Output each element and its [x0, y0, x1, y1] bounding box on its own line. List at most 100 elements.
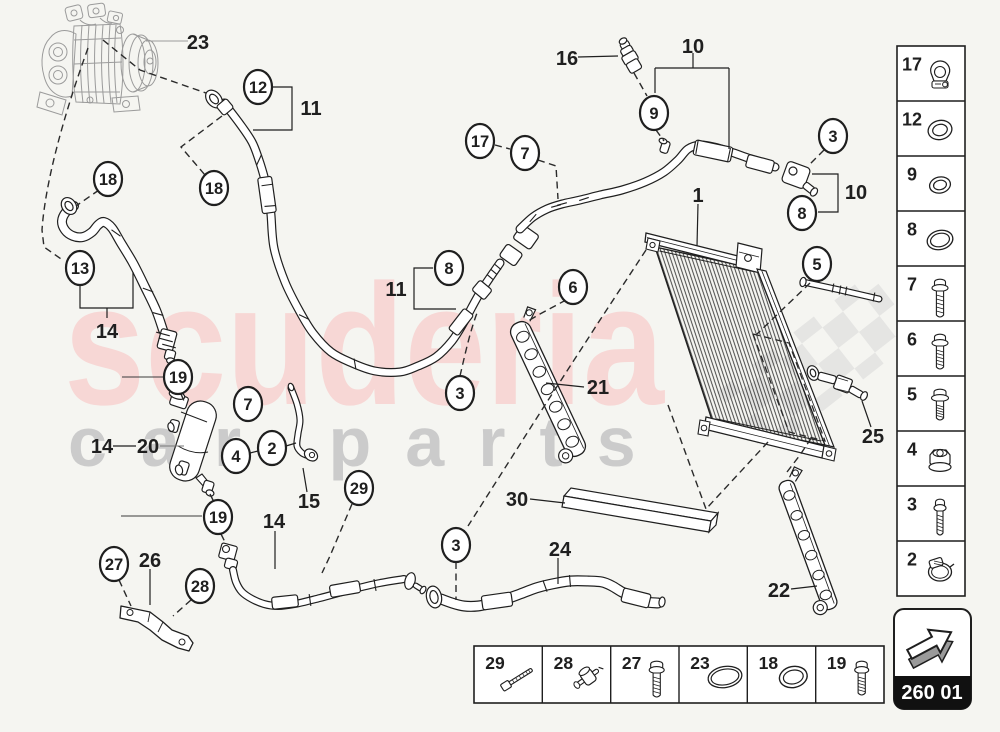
callout-number: 9 [649, 105, 658, 123]
drawing-primitive [156, 331, 170, 337]
callout-2[interactable]: 2 [256, 429, 288, 467]
callout-3[interactable]: 3 [440, 526, 472, 564]
part-bracket-22 [778, 466, 838, 616]
legend-item-29[interactable]: 29 [485, 653, 535, 692]
sidebar-item-number: 17 [902, 54, 922, 74]
page-code-box[interactable]: 260 01 [893, 608, 972, 710]
drawing-primitive [132, 33, 149, 93]
drawing-primitive [288, 385, 312, 459]
drawing-primitive [557, 202, 567, 206]
callout-3[interactable]: 3 [817, 117, 849, 155]
sidebar-item-number: 5 [907, 384, 917, 404]
leader-line-dashed [494, 144, 511, 150]
callout-4[interactable]: 4 [220, 437, 252, 475]
callout-13[interactable]: 13 [64, 249, 96, 287]
leader-line-dashed [667, 404, 707, 510]
callout-6[interactable]: 6 [557, 268, 589, 306]
leader-line-dashed [467, 249, 647, 527]
drawing-primitive [159, 337, 173, 343]
drawing-primitive [894, 676, 971, 709]
drawing-primitive [838, 285, 842, 295]
legend-item-27[interactable]: 27 [610, 646, 665, 703]
drawing-primitive [256, 154, 262, 166]
callout-number: 2 [267, 440, 276, 458]
callout-number: 7 [243, 396, 252, 414]
callout-circle [220, 437, 252, 475]
callout-29[interactable]: 29 [343, 469, 375, 507]
callout-8[interactable]: 8 [433, 249, 465, 287]
callout-number: 3 [455, 385, 464, 403]
legend-item-18[interactable]: 18 [746, 646, 810, 703]
legend-item-19[interactable]: 19 [815, 646, 870, 703]
callout-19[interactable]: 19 [162, 358, 194, 396]
legend-item-number: 28 [554, 653, 574, 673]
callout-circle [92, 160, 124, 198]
sidebar-item-9[interactable]: 9 [897, 155, 965, 196]
callout-circle [433, 249, 465, 287]
drawing-primitive [789, 483, 835, 604]
callout-circle [242, 68, 274, 106]
callout-9[interactable]: 9 [638, 94, 670, 132]
part-pipe-25a [799, 276, 883, 303]
callout-28[interactable]: 28 [184, 567, 216, 605]
part-number-label-14: 14 [96, 321, 119, 343]
sidebar-item-7[interactable]: 7 [897, 265, 965, 318]
drawing-primitive [861, 400, 872, 428]
legend-item-number: 23 [690, 653, 710, 673]
drawing-primitive [353, 358, 357, 370]
part-hose-10 [515, 137, 780, 234]
drawing-primitive [831, 283, 835, 293]
callout-18[interactable]: 18 [198, 169, 230, 207]
callout-12[interactable]: 12 [242, 68, 274, 106]
part-pipe-14b [229, 566, 408, 610]
callout-number: 12 [249, 79, 267, 97]
callout-number: 3 [828, 128, 837, 146]
part-number-label-23: 23 [187, 32, 209, 54]
part-couplers-10 [499, 224, 539, 267]
watermark-subtitle: car parts [68, 403, 670, 481]
sidebar-item-4[interactable]: 4 [897, 430, 965, 472]
drawing-primitive [659, 250, 822, 442]
sidebar-item-2[interactable]: 2 [897, 540, 965, 582]
drawing-primitive [542, 580, 548, 592]
sidebar-item-8[interactable]: 8 [897, 210, 965, 254]
callout-number: 19 [169, 369, 187, 387]
sidebar-item-5[interactable]: 5 [897, 375, 965, 421]
legend-item-23[interactable]: 23 [678, 646, 745, 703]
legend-item-28[interactable]: 28 [541, 646, 607, 703]
callout-circle [256, 429, 288, 467]
sidebar-item-6[interactable]: 6 [897, 320, 965, 370]
drawing-primitive [872, 292, 876, 302]
part-receiver-drier-20 [167, 390, 217, 497]
callout-19[interactable]: 19 [202, 498, 234, 536]
callout-number: 19 [209, 509, 227, 527]
leader-line-dashed [705, 441, 769, 510]
sidebar-item-3[interactable]: 3 [897, 485, 965, 536]
callout-circle [198, 169, 230, 207]
drawing-primitive [285, 442, 297, 447]
callout-7[interactable]: 7 [509, 134, 541, 172]
sidebar-item-17[interactable]: 17 [902, 54, 951, 89]
part-pipe-14b-flange [404, 572, 427, 595]
drawing-primitive [261, 183, 273, 187]
callout-8[interactable]: 8 [786, 194, 818, 232]
drawing-primitive [58, 202, 167, 334]
callout-18[interactable]: 18 [92, 160, 124, 198]
callout-7[interactable]: 7 [232, 385, 264, 423]
callout-circle [817, 117, 849, 155]
sidebar-item-number: 9 [907, 164, 917, 184]
callout-3[interactable]: 3 [444, 374, 476, 412]
callout-17[interactable]: 17 [464, 122, 496, 160]
leader-line-dashed [209, 493, 216, 505]
part-fitting-19a [156, 328, 178, 370]
callout-5[interactable]: 5 [801, 245, 833, 283]
legend-item-number: 29 [485, 653, 505, 673]
sidebar-item-12[interactable]: 12 [897, 100, 965, 143]
part-number-label-14: 14 [91, 436, 114, 458]
drawing-primitive [72, 23, 124, 105]
callout-number: 18 [99, 171, 117, 189]
callout-circle [509, 134, 541, 172]
part-number-label-25: 25 [862, 426, 884, 448]
callout-27[interactable]: 27 [98, 545, 130, 583]
callout-circle [786, 194, 818, 232]
